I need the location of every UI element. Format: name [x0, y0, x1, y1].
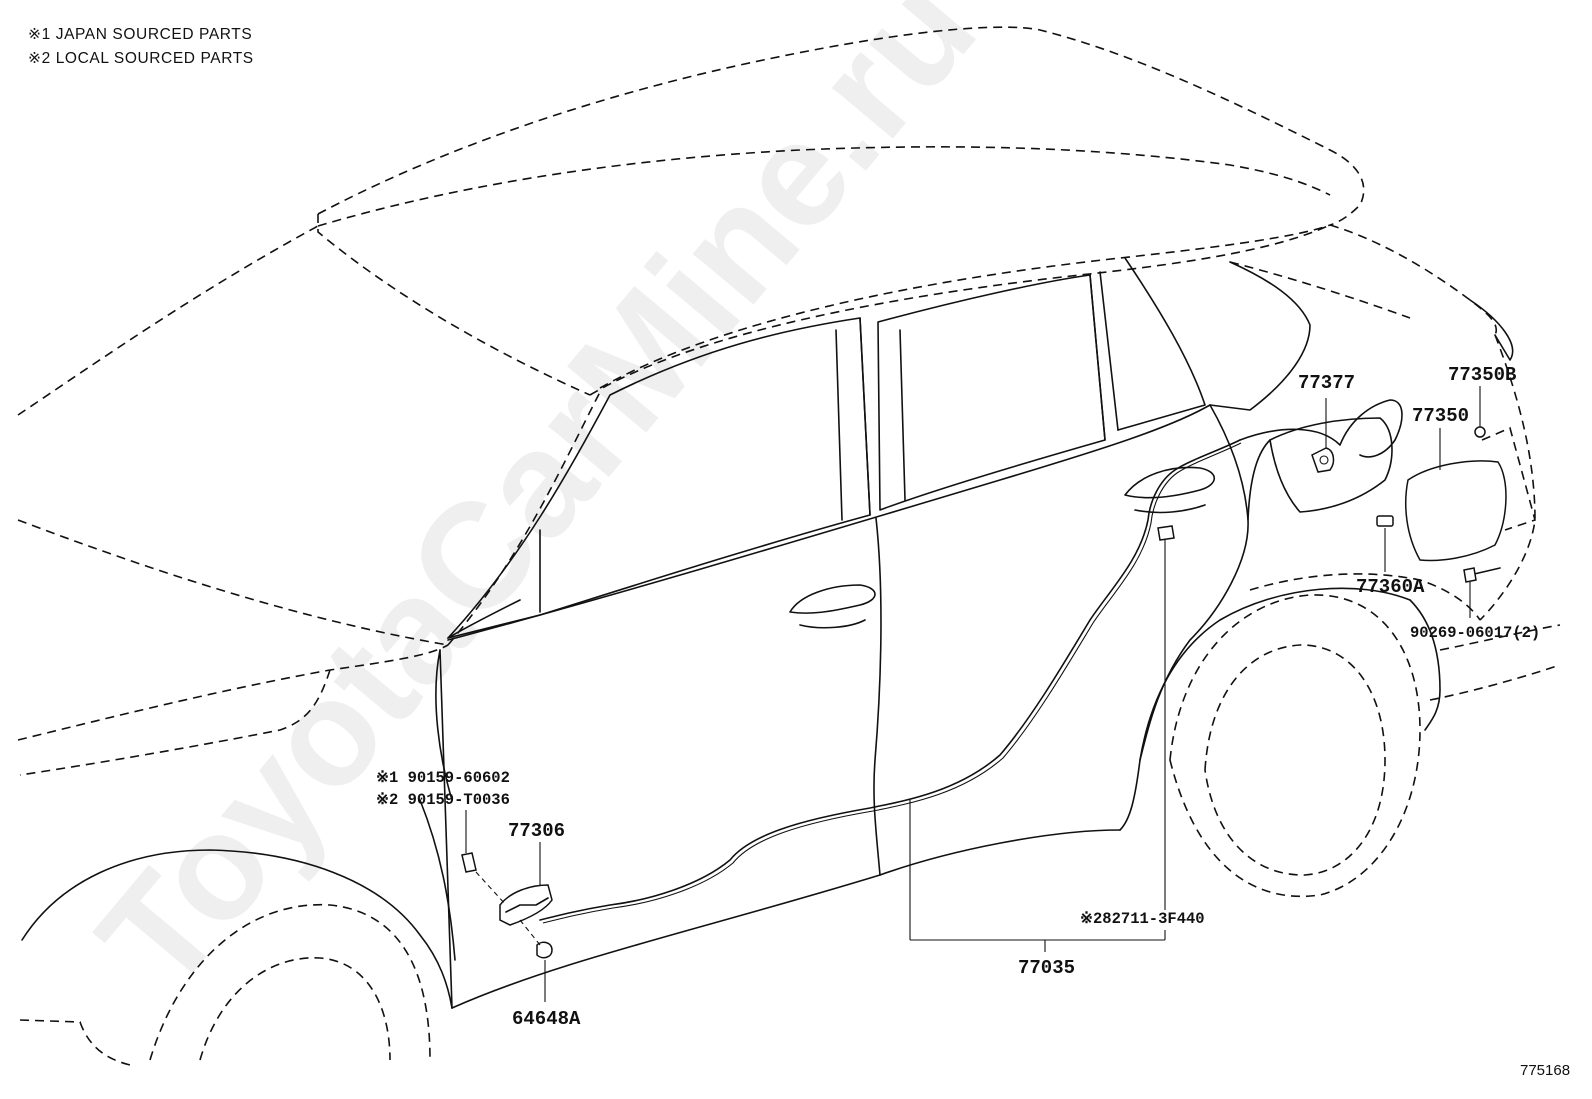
hood-outline	[17, 391, 601, 776]
front-wheel	[19, 799, 456, 1066]
note-local-sourced: ※2 LOCAL SOURCED PARTS	[28, 50, 254, 67]
watermark: ToyotaCarMine.ru	[66, 0, 1007, 1021]
roof-outline	[17, 26, 1497, 416]
label-77360A: 77360A	[1356, 576, 1425, 598]
label-90269-06017: 90269-06017(2)	[1410, 624, 1540, 642]
label-77350: 77350	[1412, 405, 1469, 427]
rear-quarter	[1139, 299, 1561, 898]
fuel-housing	[1239, 399, 1536, 583]
label-282711-3F440: ※282711-3F440	[1080, 910, 1205, 928]
window-frames	[447, 257, 1311, 639]
release-cable	[539, 439, 1242, 924]
body-side	[435, 404, 1271, 1009]
label-77350B: 77350B	[1448, 364, 1516, 386]
note-japan-sourced: ※1 JAPAN SOURCED PARTS	[28, 26, 252, 43]
label-64648A: 64648A	[512, 1008, 581, 1030]
label-90159-60602: ※1 90159-60602	[376, 769, 510, 787]
label-90159-T0036: ※2 90159-T0036	[376, 791, 510, 809]
front-bracket	[461, 852, 553, 959]
label-77035: 77035	[1018, 957, 1075, 979]
diagram-reference-number: 775168	[1520, 1062, 1570, 1079]
label-77377: 77377	[1298, 372, 1355, 394]
door-handles	[789, 466, 1216, 629]
leader-lines	[465, 386, 1481, 1002]
label-77306: 77306	[508, 820, 565, 842]
